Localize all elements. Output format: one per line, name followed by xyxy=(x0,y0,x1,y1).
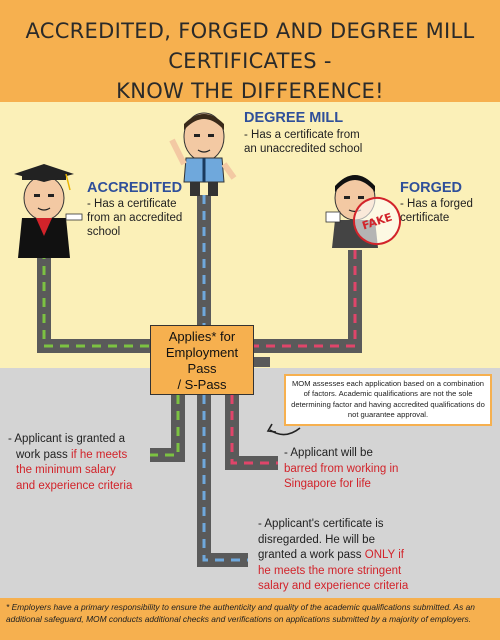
applies-line-1: Applies* for xyxy=(168,329,236,344)
outcome-bottom-line-3-plain: granted a work pass xyxy=(258,549,365,561)
page-title: ACCREDITED, FORGED AND DEGREE MILL CERTI… xyxy=(10,16,490,106)
forged-title: FORGED xyxy=(400,180,463,196)
upper-section xyxy=(0,102,500,368)
accredited-title: ACCREDITED xyxy=(87,180,183,196)
road-outcome-right-dash xyxy=(230,395,278,465)
accredited-desc-1: - Has a certificate xyxy=(87,198,177,210)
road-forged-dash xyxy=(254,250,357,348)
outcome-right-line-3: Singapore for life xyxy=(284,478,371,490)
outcome-bottom-line-3: granted a work pass ONLY if xyxy=(258,548,458,564)
outcome-degree-mill: - Applicant's certificate is disregarded… xyxy=(258,517,458,595)
outcome-right-line-1: - Applicant will be xyxy=(284,447,373,459)
outcome-left-line-4: and experience criteria xyxy=(16,479,133,492)
title-line-1: ACCREDITED, FORGED AND DEGREE MILL CERTI… xyxy=(25,19,475,73)
outcome-left-line-1: - Applicant is granted a xyxy=(8,433,125,445)
forged-label: FORGED - Has a forged certificate xyxy=(400,180,495,225)
outcome-left-line-2-red: if he meets xyxy=(70,448,128,461)
forged-desc-2: certificate xyxy=(400,212,450,224)
mom-note-text: MOM assesses each application based on a… xyxy=(291,379,485,420)
outcome-forged: - Applicant will be barred from working … xyxy=(284,446,434,493)
degree-mill-desc-2: an unaccredited school xyxy=(244,143,363,155)
road-accredited xyxy=(37,250,152,353)
applies-line-3: / S-Pass xyxy=(177,377,227,392)
degree-mill-title: DEGREE MILL xyxy=(244,110,344,126)
road-outcome-left xyxy=(150,395,185,462)
outcome-bottom-line-5: salary and experience criteria xyxy=(258,580,409,592)
outcome-left-line-2: work pass if he meets xyxy=(8,448,150,464)
mom-note-box: MOM assesses each application based on a… xyxy=(284,374,492,426)
road-forged xyxy=(254,250,362,353)
footer-banner xyxy=(0,598,500,640)
applies-line-2: Employment Pass xyxy=(165,345,239,376)
applies-box: Applies* for Employment Pass / S-Pass xyxy=(150,325,254,395)
outcome-bottom-line-1: - Applicant's certificate is xyxy=(258,518,384,530)
arrow-head-icon xyxy=(266,423,277,433)
outcome-bottom-line-2: disregarded. He will be xyxy=(258,533,375,546)
outcome-right-line-2: barred from working in xyxy=(284,462,399,475)
road-outcome-left-dash xyxy=(150,395,180,457)
forged-desc-1: - Has a forged xyxy=(400,198,473,210)
accredited-desc-2: from an accredited xyxy=(87,212,183,224)
road-outcome-bottom-dash xyxy=(202,395,248,562)
accredited-desc-3: school xyxy=(87,226,121,238)
outcome-left-line-3: the minimum salary xyxy=(16,464,116,476)
degree-mill-label: DEGREE MILL - Has a certificate from an … xyxy=(244,110,384,156)
fake-stamp-text: FAKE xyxy=(360,210,394,232)
outcome-accredited: - Applicant is granted a work pass if he… xyxy=(8,432,150,494)
header-banner xyxy=(0,0,500,102)
accredited-label: ACCREDITED - Has a certificate from an a… xyxy=(87,180,197,239)
title-line-2: KNOW THE DIFFERENCE! xyxy=(116,79,384,103)
outcome-left-line-2-plain: work pass xyxy=(16,448,71,461)
footer-note: * Employers have a primary responsibilit… xyxy=(6,602,475,624)
degree-mill-desc-1: - Has a certificate from xyxy=(244,129,360,141)
road-accredited-dash xyxy=(42,250,152,348)
outcome-bottom-line-4: he meets the more stringent xyxy=(258,564,402,577)
accredited-graduate-icon xyxy=(14,164,83,258)
degree-mill-person-icon xyxy=(169,112,237,196)
outcome-bottom-line-3-red: ONLY if xyxy=(364,549,404,561)
road-outcome-right xyxy=(225,395,278,470)
